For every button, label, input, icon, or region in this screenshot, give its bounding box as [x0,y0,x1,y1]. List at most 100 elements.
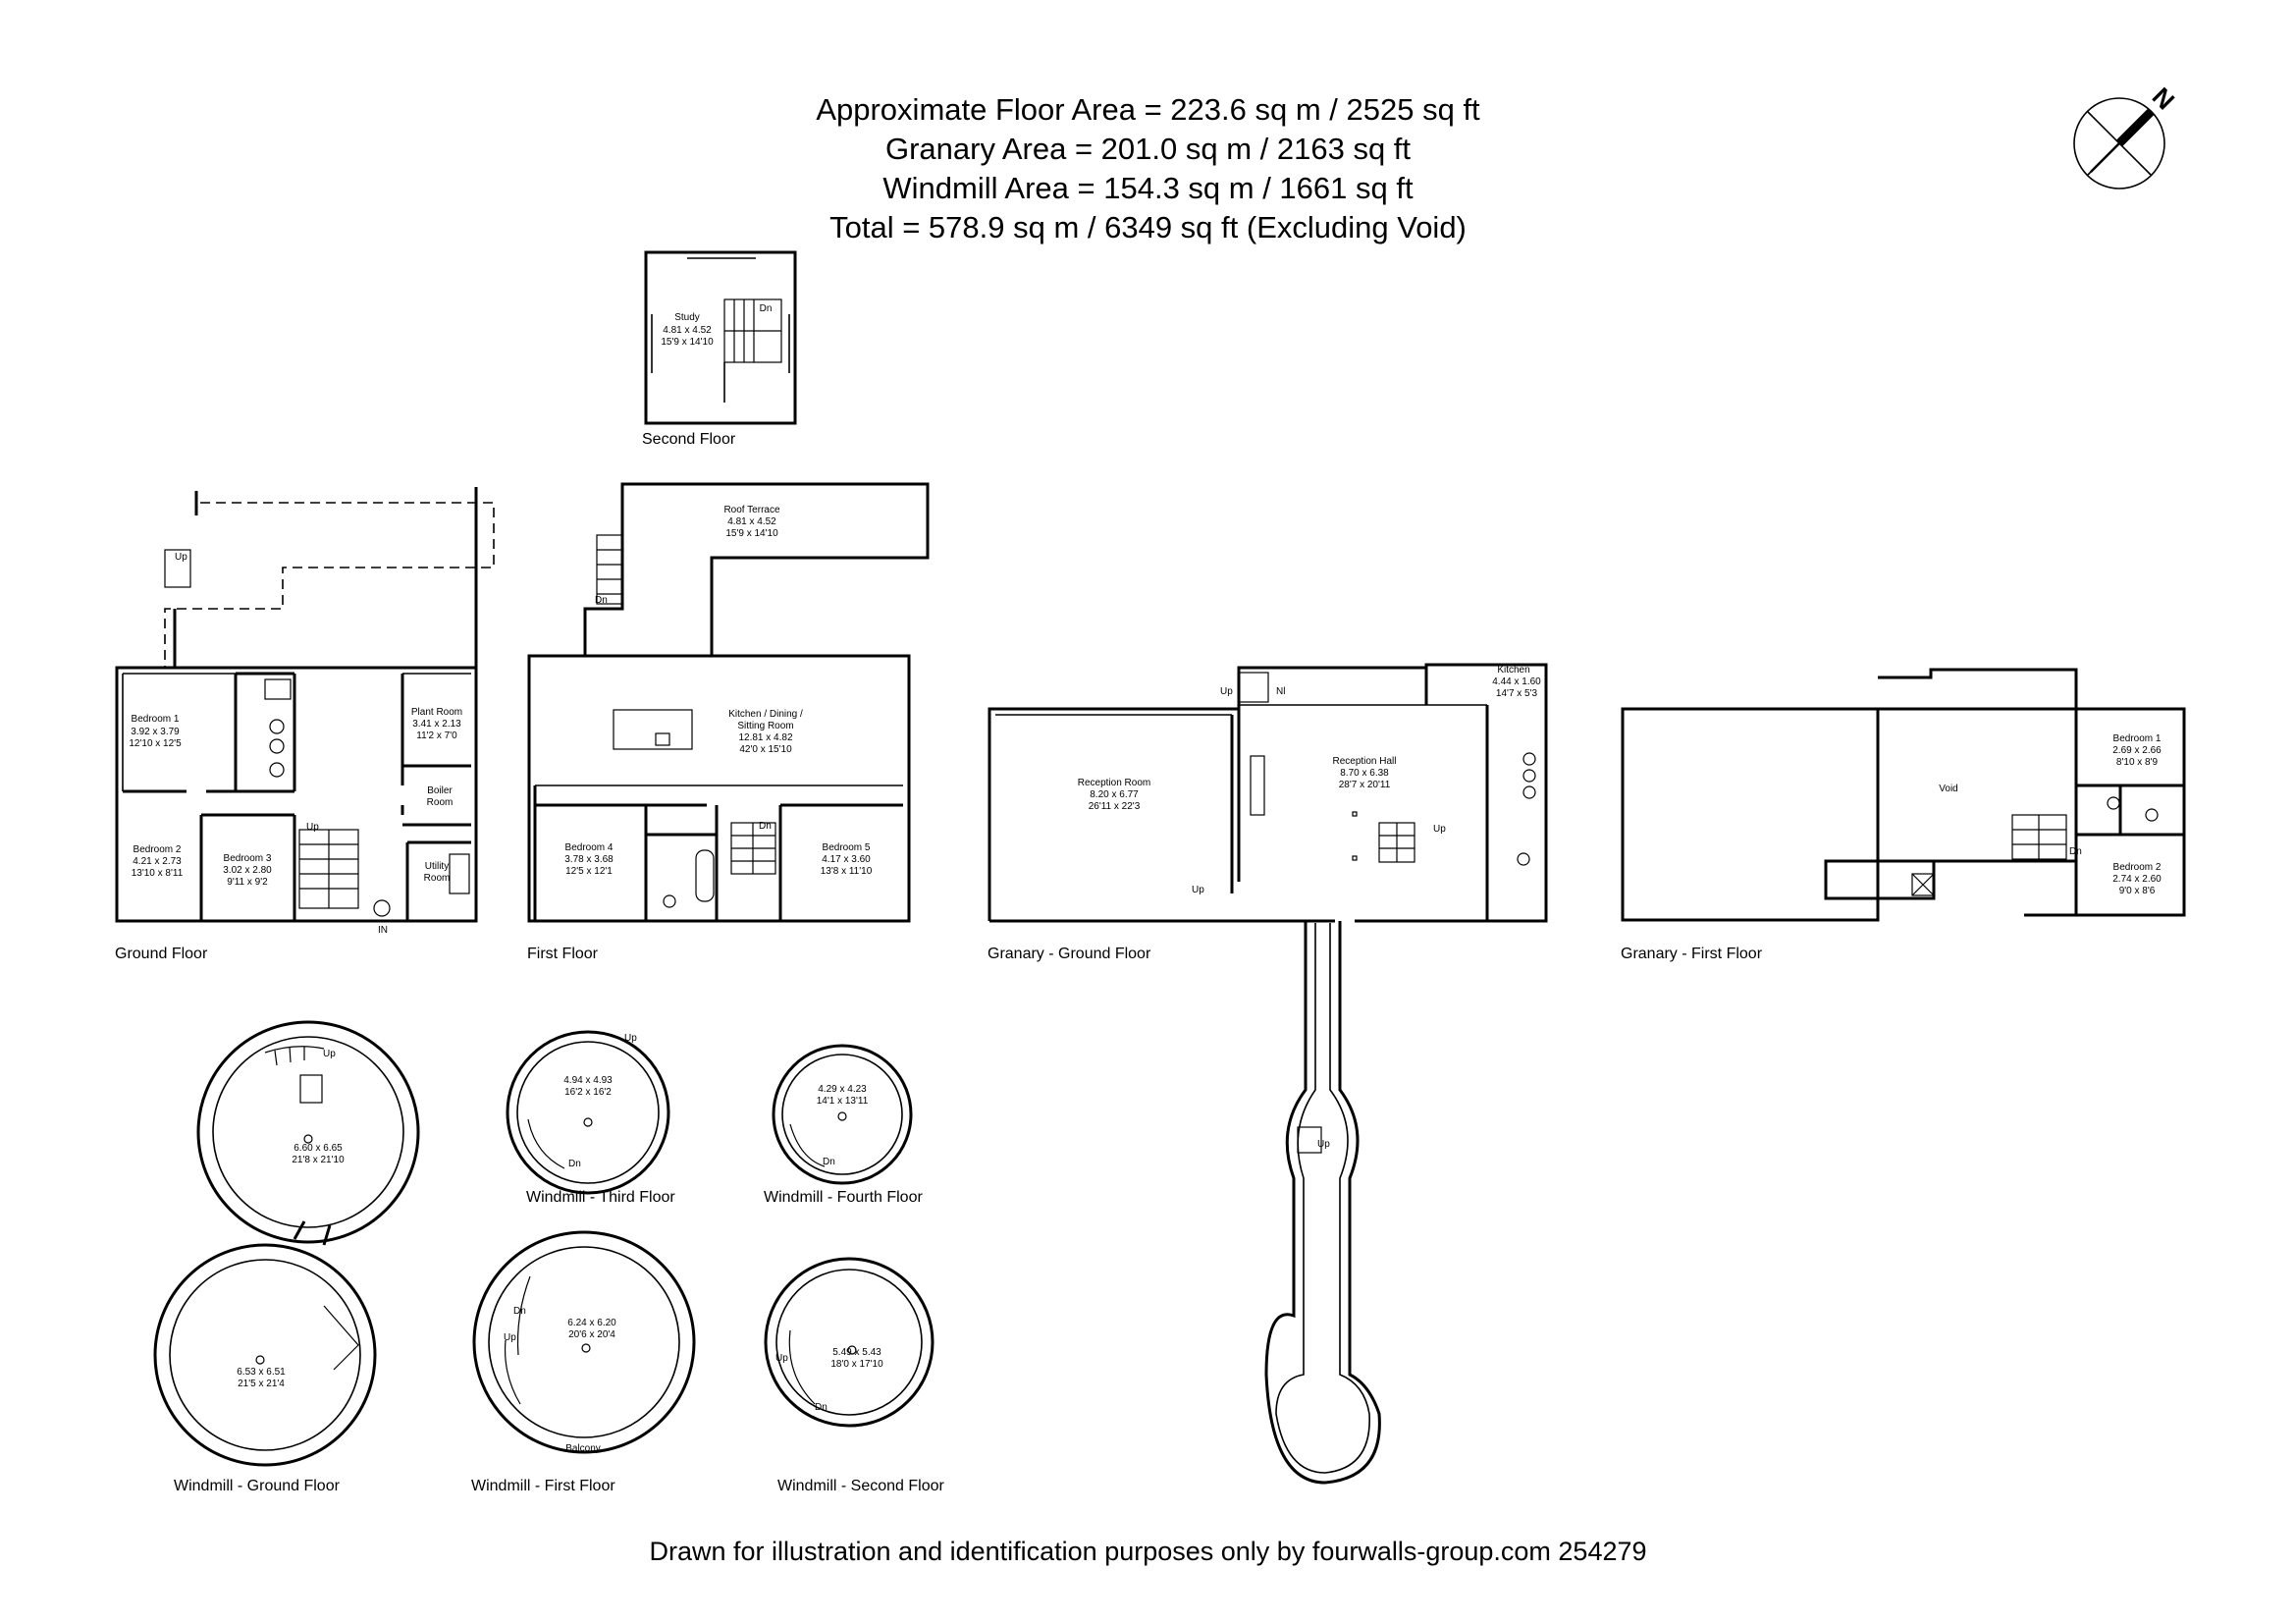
windmill-first-plan: 6.24 x 6.20 20'6 x 20'4 Balcony Dn Up Wi… [471,1230,696,1494]
kitchen-dining-name: Kitchen / Dining / [728,709,803,720]
wm-first-dn: Dn [513,1306,526,1317]
granary-ground-label: Granary - Ground Floor [988,946,1151,962]
wm-second-up: Up [775,1353,788,1364]
wm-second-dn: Dn [815,1402,828,1413]
roof-terrace-imperial: 15'9 x 14'10 [725,528,778,539]
g-bedroom2-metric: 2.74 x 2.60 [2112,874,2162,885]
reception-room-imperial: 26'11 x 22'3 [1089,801,1141,812]
granary-area-line: Granary Area = 201.0 sq m / 2163 sq ft [884,132,1412,166]
wm-first-metric: 6.24 x 6.20 [567,1318,616,1328]
windmill-third-plan: 4.94 x 4.93 16'2 x 16'2 Up Dn Windmill -… [506,1030,675,1206]
windmill-third-label: Windmill - Third Floor [526,1189,675,1206]
gf-up-marker: Up [175,552,187,563]
windmill-second-label: Windmill - Second Floor [777,1478,945,1494]
wm-third-metric: 4.94 x 4.93 [563,1075,613,1086]
boiler-room-name: Boiler [427,785,453,796]
ground-floor-label: Ground Floor [115,946,208,962]
g-bedroom2-name: Bedroom 2 [2113,862,2162,873]
windmill-fourth-plan: 4.29 x 4.23 14'1 x 13'11 Dn Windmill - F… [764,1044,923,1206]
entrance-in-marker: IN [378,925,388,936]
wm-ground-bottom-imperial: 21'5 x 21'4 [238,1379,285,1389]
windmill-ground-plan: Up 6.60 x 6.65 21'8 x 21'10 6.53 x 6.51 … [153,1020,420,1494]
bedroom3-imperial: 9'11 x 9'2 [227,877,268,888]
bedroom1-imperial: 12'10 x 12'5 [129,738,182,749]
bedroom2-name: Bedroom 2 [133,844,182,855]
roof-terrace-metric: 4.81 x 4.52 [727,516,776,527]
wm-fourth-dn: Dn [823,1157,835,1167]
reception-hall-imperial: 28'7 x 20'11 [1339,780,1391,790]
wm-fourth-metric: 4.29 x 4.23 [818,1084,867,1095]
wm-fourth-imperial: 14'1 x 13'11 [817,1096,869,1107]
bedroom1-metric: 3.92 x 3.79 [131,727,180,737]
kitchen-dining-imperial: 42'0 x 15'10 [739,744,792,755]
utility-name2: Room [424,873,451,884]
footer-disclaimer: Drawn for illustration and identificatio… [649,1537,1647,1566]
bedroom2-imperial: 13'10 x 8'11 [132,868,184,879]
g-bedroom1-imperial: 8'10 x 8'9 [2116,757,2159,768]
first-floor-plan: Roof Terrace 4.81 x 4.52 15'9 x 14'10 Dn… [527,482,930,962]
wm-ground-top-imperial: 21'8 x 21'10 [292,1155,345,1165]
void-label: Void [1939,784,1957,794]
reception-hall-metric: 8.70 x 6.38 [1340,768,1389,779]
wm-first-balcony: Balcony [565,1443,601,1454]
hall-up-marker: Up [1433,824,1446,835]
reception-hall-name: Reception Hall [1332,756,1396,767]
wm-second-imperial: 18'0 x 17'10 [830,1359,883,1370]
bedroom2-metric: 4.21 x 2.73 [133,856,182,867]
wm-third-imperial: 16'2 x 16'2 [564,1087,612,1098]
reception-room-name: Reception Room [1078,778,1150,788]
bedroom4-imperial: 12'5 x 12'1 [565,866,613,877]
study-metric: 4.81 x 4.52 [663,325,712,336]
boiler-room-name2: Room [427,797,454,808]
granary-kitchen-name: Kitchen [1497,665,1529,676]
wm-first-imperial: 20'6 x 20'4 [568,1329,615,1340]
second-floor-plan: Study 4.81 x 4.52 15'9 x 14'10 Dn Second… [642,250,797,448]
granary-first-label: Granary - First Floor [1621,946,1763,962]
wm-second-metric: 5.49 x 5.43 [832,1347,881,1358]
first-floor-label: First Floor [527,946,599,962]
g-bedroom1-metric: 2.69 x 2.66 [2112,745,2162,756]
granary-first-dn-marker: Dn [2069,846,2082,857]
windmill-second-plan: 5.49 x 5.43 18'0 x 17'10 Up Dn Windmill … [764,1257,945,1494]
granary-ground-plan: Reception Room 8.20 x 6.77 26'11 x 22'3 … [988,663,1548,1485]
study-dn-marker: Dn [760,303,773,314]
bedroom1-name: Bedroom 1 [132,714,180,725]
windmill-first-label: Windmill - First Floor [471,1478,615,1494]
kitchen-dining-name2: Sitting Room [737,721,793,731]
bedroom5-name: Bedroom 5 [823,842,871,853]
utility-name: Utility [425,861,449,872]
wm-third-up: Up [624,1033,637,1044]
bedroom5-metric: 4.17 x 3.60 [822,854,871,865]
reception-up-marker: Up [1192,885,1204,895]
bedroom4-name: Bedroom 4 [565,842,614,853]
wm-ground-top-metric: 6.60 x 6.65 [294,1143,343,1154]
bedroom3-metric: 3.02 x 2.80 [223,865,272,876]
floor-area-line: Approximate Floor Area = 223.6 sq m / 25… [816,92,1480,127]
study-imperial: 15'9 x 14'10 [661,337,714,348]
wm-third-dn: Dn [568,1159,581,1169]
wm-ground-bottom-metric: 6.53 x 6.51 [237,1367,286,1378]
granary-up-marker: Up [1220,686,1233,697]
bedroom5-imperial: 13'8 x 11'10 [821,866,873,877]
granary-first-plan: Void Bedroom 1 2.69 x 2.66 8'10 x 8'9 Be… [1621,668,2186,962]
granary-nl-marker: Nl [1276,686,1285,697]
g-bedroom1-name: Bedroom 1 [2113,733,2162,744]
ground-floor-plan: Up Bedroom 1 3.92 x 3.79 12'10 x 12'5 Pl… [115,487,495,962]
plant-room-metric: 3.41 x 2.13 [412,719,461,730]
reception-room-metric: 8.20 x 6.77 [1090,789,1139,800]
wm-first-up: Up [504,1332,516,1343]
second-floor-label: Second Floor [642,431,736,448]
granary-kitchen-metric: 4.44 x 1.60 [1492,676,1541,687]
terrace-dn-marker: Dn [595,595,608,606]
kitchen-dining-metric: 12.81 x 4.82 [738,732,792,743]
windmill-fourth-label: Windmill - Fourth Floor [764,1189,923,1206]
ff-dn-marker: Dn [759,821,772,832]
compass-n-label: N [2147,81,2180,115]
wm-ground-top-up: Up [323,1049,336,1059]
corridor-up-marker: Up [1317,1139,1330,1150]
roof-terrace-name: Roof Terrace [723,505,780,515]
gf-stairs-up: Up [306,822,319,833]
total-area-line: Total = 578.9 sq m / 6349 sq ft (Excludi… [829,210,1467,244]
bedroom4-metric: 3.78 x 3.68 [564,854,614,865]
